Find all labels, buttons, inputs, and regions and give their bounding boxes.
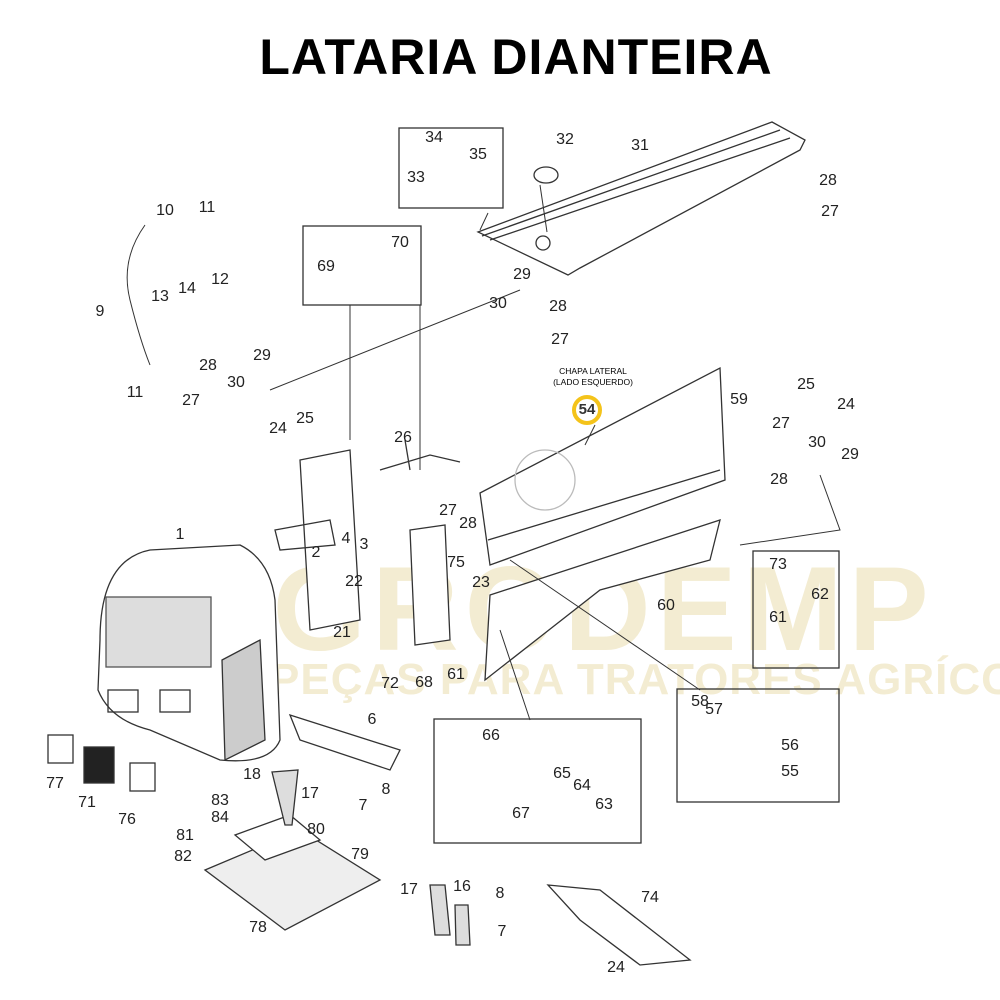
callout-caption: CHAPA LATERAL(LADO ESQUERDO) <box>553 366 633 388</box>
part-number-label[interactable]: 7 <box>358 797 368 814</box>
part-number-label[interactable]: 71 <box>78 794 96 811</box>
part-number-label[interactable]: 73 <box>769 556 787 573</box>
part-number-label[interactable]: 1 <box>175 526 185 543</box>
part-number-label[interactable]: 29 <box>253 347 271 364</box>
part-number-label[interactable]: 61 <box>447 666 465 683</box>
part-number-label[interactable]: 59 <box>730 391 748 408</box>
part-number-label[interactable]: 8 <box>495 885 505 902</box>
part-number-label[interactable]: 23 <box>472 574 490 591</box>
part-number-label[interactable]: 34 <box>425 129 443 146</box>
part-number-label[interactable]: 27 <box>439 502 457 519</box>
leader-lines <box>126 184 841 721</box>
frame-2 <box>274 439 461 646</box>
part-number-label[interactable]: 7 <box>497 923 507 940</box>
part-number-label[interactable]: 31 <box>631 137 649 154</box>
part-number-label[interactable]: 27 <box>772 415 790 432</box>
part-number-label[interactable]: 22 <box>345 573 363 590</box>
part-number-label[interactable]: 76 <box>118 811 136 828</box>
callout-line-1: CHAPA LATERAL <box>559 366 627 376</box>
part-number-label[interactable]: 28 <box>459 515 477 532</box>
part-number-label[interactable]: 35 <box>469 146 487 163</box>
part-number-label[interactable]: 6 <box>367 711 377 728</box>
watermark-tagline: PEÇAS PARA TRATORES AGRÍCOLAS <box>270 655 1000 704</box>
part-number-label[interactable]: 83 <box>211 792 229 809</box>
part-number-label[interactable]: 8 <box>381 781 391 798</box>
part-number-label[interactable]: 27 <box>821 203 839 220</box>
part-number-label[interactable]: 84 <box>211 809 229 826</box>
part-number-label[interactable]: 27 <box>551 331 569 348</box>
part-number-label[interactable]: 10 <box>156 202 174 219</box>
part-number-label[interactable]: 79 <box>351 846 369 863</box>
part-number-label[interactable]: 29 <box>513 266 531 283</box>
part-number-label[interactable]: 81 <box>176 827 194 844</box>
part-number-label[interactable]: 70 <box>391 234 409 251</box>
part-number-label[interactable]: 32 <box>556 131 574 148</box>
part-number-label[interactable]: 64 <box>573 777 591 794</box>
floor-plates <box>47 713 692 966</box>
part-number-label[interactable]: 4 <box>341 530 351 547</box>
part-number-label[interactable]: 11 <box>198 199 216 216</box>
part-number-label[interactable]: 26 <box>394 429 412 446</box>
part-number-label[interactable]: 14 <box>178 280 196 297</box>
part-number-label[interactable]: 80 <box>307 821 325 838</box>
part-number-label[interactable]: 30 <box>808 434 826 451</box>
part-number-label[interactable]: 75 <box>447 554 465 571</box>
grille-1 <box>97 544 281 762</box>
panel-60 <box>484 519 721 682</box>
part-number-label[interactable]: 3 <box>359 536 369 553</box>
part-number-label[interactable]: 17 <box>301 785 319 802</box>
part-number-label[interactable]: 28 <box>549 298 567 315</box>
part-number-label[interactable]: 60 <box>657 597 675 614</box>
part-number-label[interactable]: 68 <box>415 674 433 691</box>
part-number-label[interactable]: 33 <box>407 169 425 186</box>
part-number-label[interactable]: 12 <box>211 271 229 288</box>
part-number-label[interactable]: 25 <box>797 376 815 393</box>
part-number-label[interactable]: 28 <box>199 357 217 374</box>
part-number-label[interactable]: 11 <box>126 384 144 401</box>
part-number-label[interactable]: 18 <box>243 766 261 783</box>
side-panel-54 <box>479 366 726 566</box>
part-number-label[interactable]: 16 <box>453 878 471 895</box>
part-number-label[interactable]: 67 <box>512 805 530 822</box>
part-number-label[interactable]: 24 <box>837 396 855 413</box>
part-number-label[interactable]: 66 <box>482 727 500 744</box>
part-number-label[interactable]: 63 <box>595 796 613 813</box>
part-number-label[interactable]: 28 <box>770 471 788 488</box>
detail-boxes <box>302 127 840 844</box>
part-number-label[interactable]: 82 <box>174 848 192 865</box>
part-number-label[interactable]: 55 <box>781 763 799 780</box>
part-number-label[interactable]: 57 <box>705 701 723 718</box>
callout-line-2: (LADO ESQUERDO) <box>553 377 633 387</box>
part-number-label[interactable]: 62 <box>811 586 829 603</box>
part-number-label[interactable]: 65 <box>553 765 571 782</box>
page-title: LATARIA DIANTEIRA <box>259 29 773 85</box>
part-number-label[interactable]: 29 <box>841 446 859 463</box>
part-number-label[interactable]: 77 <box>46 775 64 792</box>
part-number-label[interactable]: 56 <box>781 737 799 754</box>
part-number-label[interactable]: 61 <box>769 609 787 626</box>
part-number-label[interactable]: 28 <box>819 172 837 189</box>
part-number-label[interactable]: 30 <box>489 295 507 312</box>
part-number-label[interactable]: 17 <box>400 881 418 898</box>
part-number-label[interactable]: 24 <box>269 420 287 437</box>
callout-part-number[interactable]: 54 <box>572 395 602 425</box>
part-number-label[interactable]: 78 <box>249 919 267 936</box>
part-number-label[interactable]: 21 <box>333 624 351 641</box>
part-number-label[interactable]: 72 <box>381 675 399 692</box>
part-number-label[interactable]: 2 <box>311 544 321 561</box>
part-number-label[interactable]: 9 <box>95 303 105 320</box>
part-number-label[interactable]: 69 <box>317 258 335 275</box>
hood-part-31 <box>476 121 806 276</box>
part-number-label[interactable]: 58 <box>691 693 709 710</box>
part-number-label[interactable]: 13 <box>151 288 169 305</box>
part-number-label[interactable]: 24 <box>607 959 625 976</box>
part-number-label[interactable]: 25 <box>296 410 314 427</box>
part-number-label[interactable]: 74 <box>641 889 659 906</box>
part-number-label[interactable]: 27 <box>182 392 200 409</box>
part-number-label[interactable]: 30 <box>227 374 245 391</box>
